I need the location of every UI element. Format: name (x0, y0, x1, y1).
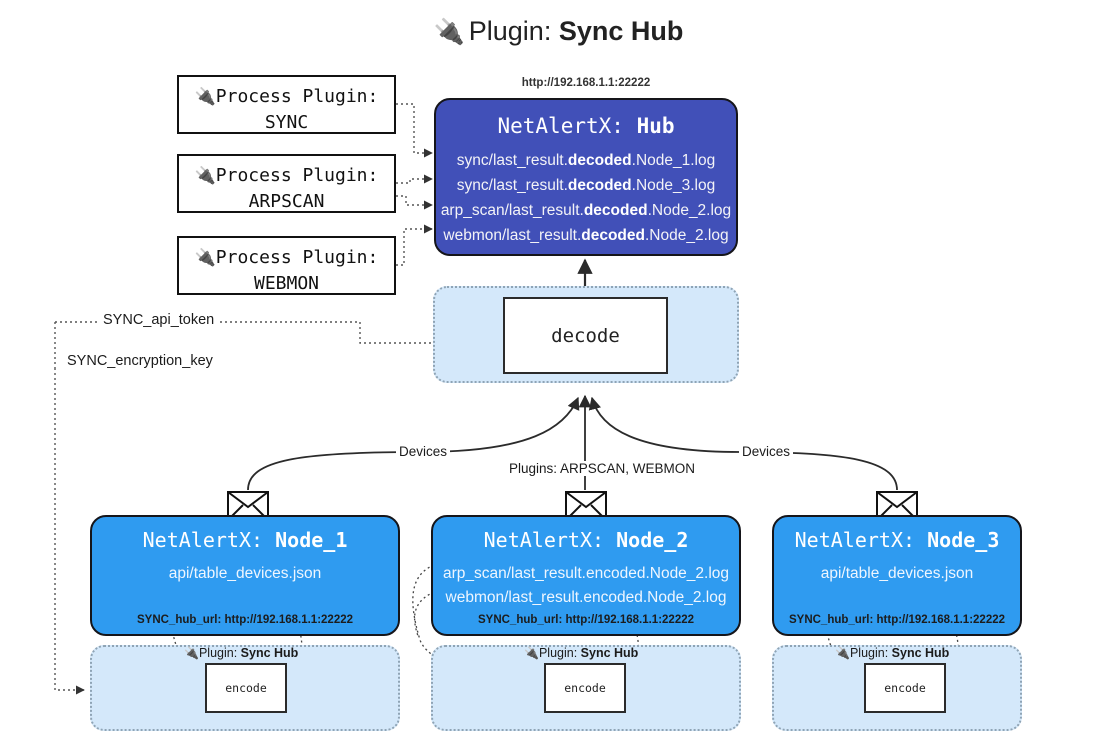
edge-label-devices-right: Devices (739, 444, 794, 459)
process-plugin-label: Process Plugin: (215, 86, 379, 107)
node-title: NetAlertX: Node_3 (774, 528, 1020, 552)
page-title: 🔌Plugin: Sync Hub (0, 16, 1117, 47)
hub-log-row: webmon/last_result.decoded.Node_2.log (436, 223, 736, 248)
node-hub-url: SYNC_hub_url: http://192.168.1.1:22222 (788, 614, 1006, 626)
strip-plugin-name: Sync Hub (240, 646, 299, 660)
hub-log-pre: sync/last_result. (456, 152, 568, 169)
node-file-list: api/table_devices.json (92, 562, 398, 586)
hub-log-post: .Node_1.log (631, 152, 716, 169)
title-name: Sync Hub (558, 16, 684, 46)
edge-sync-to-hub-row2 (396, 174, 433, 184)
hub-log-row: sync/last_result.decoded.Node_1.log (436, 148, 736, 173)
strip-plugin-prefix: Plugin: (198, 646, 238, 660)
plug-icon: 🔌 (194, 166, 216, 186)
node-file: api/table_devices.json (820, 565, 974, 582)
hub-url-label: http://192.168.1.1:22222 (521, 77, 651, 89)
plug-icon: 🔌 (194, 87, 216, 107)
node-hub-url: SYNC_hub_url: http://192.168.1.1:22222 (477, 614, 695, 626)
process-plugin-name: SYNC (264, 112, 309, 133)
process-plugin-sync-box[interactable]: 🔌Process Plugin: SYNC (177, 75, 396, 134)
hub-box[interactable]: NetAlertX: Hub sync/last_result.decoded.… (434, 98, 738, 256)
node-file-list: arp_scan/last_result.encoded.Node_2.log … (433, 562, 739, 610)
strip-plugin-prefix: Plugin: (538, 646, 578, 660)
encode-box-node2[interactable]: encode (544, 663, 626, 713)
node-title: NetAlertX: Node_2 (433, 528, 739, 552)
plug-icon: 🔌 (433, 18, 465, 46)
edge-label-plugins-center: Plugins: ARPSCAN, WEBMON (506, 461, 699, 476)
process-plugin-name: WEBMON (253, 273, 320, 294)
strip-plugin-name: Sync Hub (891, 646, 950, 660)
hub-log-mid: decoded (581, 227, 645, 244)
strip-plugin-name: Sync Hub (580, 646, 639, 660)
hub-log-mid: decoded (583, 202, 648, 219)
hub-log-pre: arp_scan/last_result. (440, 202, 584, 219)
strip-title-node3: 🔌Plugin: Sync Hub (835, 646, 949, 660)
hub-log-post: .Node_2.log (647, 202, 732, 219)
hub-title-name: Hub (636, 114, 675, 138)
hub-log-pre: sync/last_result. (456, 177, 568, 194)
node-box-node2[interactable]: NetAlertX: Node_2 arp_scan/last_result.e… (431, 515, 741, 636)
edge-encryption-key-to-strip (54, 368, 85, 695)
strip-title-node2: 🔌Plugin: Sync Hub (524, 646, 638, 660)
node-file-list: api/table_devices.json (774, 562, 1020, 586)
encode-box-node3[interactable]: encode (864, 663, 946, 713)
hub-log-list: sync/last_result.decoded.Node_1.log sync… (436, 148, 736, 248)
plug-icon: 🔌 (184, 646, 199, 660)
title-prefix: Plugin: (468, 16, 552, 46)
process-plugin-label: Process Plugin: (215, 165, 379, 186)
node-title-prefix: NetAlertX: (483, 528, 605, 552)
node-file: arp_scan/last_result.encoded.Node_2.log (442, 565, 730, 582)
encode-box-node1[interactable]: encode (205, 663, 287, 713)
node-file: api/table_devices.json (168, 565, 322, 582)
edge-arpscan-to-hub-row3 (396, 195, 433, 210)
label-sync-encryption-key: SYNC_encryption_key (64, 353, 216, 369)
process-plugin-label: Process Plugin: (215, 247, 379, 268)
hub-log-mid: decoded (567, 177, 632, 194)
hub-log-row: arp_scan/last_result.decoded.Node_2.log (436, 198, 736, 223)
node-title-name: Node_3 (927, 528, 1000, 552)
plug-icon: 🔌 (194, 248, 216, 268)
node-box-node3[interactable]: NetAlertX: Node_3 api/table_devices.json… (772, 515, 1022, 636)
process-plugin-webmon-box[interactable]: 🔌Process Plugin: WEBMON (177, 236, 396, 295)
plug-icon: 🔌 (524, 646, 539, 660)
label-sync-api-token: SYNC_api_token (100, 312, 218, 328)
edge-sync-to-hub-row1 (396, 103, 433, 158)
node-file: webmon/last_result.encoded.Node_2.log (445, 589, 727, 606)
hub-title-prefix: NetAlertX: (497, 114, 624, 138)
strip-plugin-prefix: Plugin: (849, 646, 889, 660)
node-title-name: Node_1 (275, 528, 348, 552)
edge-label-devices-left: Devices (396, 444, 451, 459)
node-title-name: Node_2 (616, 528, 689, 552)
hub-title: NetAlertX: Hub (436, 114, 736, 138)
plug-icon: 🔌 (835, 646, 850, 660)
edge-webmon-to-hub-row4 (396, 224, 433, 266)
node-title-prefix: NetAlertX: (142, 528, 264, 552)
node-box-node1[interactable]: NetAlertX: Node_1 api/table_devices.json… (90, 515, 400, 636)
hub-log-post: .Node_2.log (644, 227, 729, 244)
process-plugin-name: ARPSCAN (248, 191, 325, 212)
hub-log-pre: webmon/last_result. (443, 227, 582, 244)
hub-log-row: sync/last_result.decoded.Node_3.log (436, 173, 736, 198)
hub-log-post: .Node_3.log (631, 177, 716, 194)
node-hub-url: SYNC_hub_url: http://192.168.1.1:22222 (136, 614, 354, 626)
node-title: NetAlertX: Node_1 (92, 528, 398, 552)
strip-title-node1: 🔌Plugin: Sync Hub (184, 646, 298, 660)
process-plugin-arpscan-box[interactable]: 🔌Process Plugin: ARPSCAN (177, 154, 396, 213)
decode-box[interactable]: decode (503, 297, 668, 374)
hub-log-mid: decoded (567, 152, 632, 169)
node-title-prefix: NetAlertX: (794, 528, 916, 552)
